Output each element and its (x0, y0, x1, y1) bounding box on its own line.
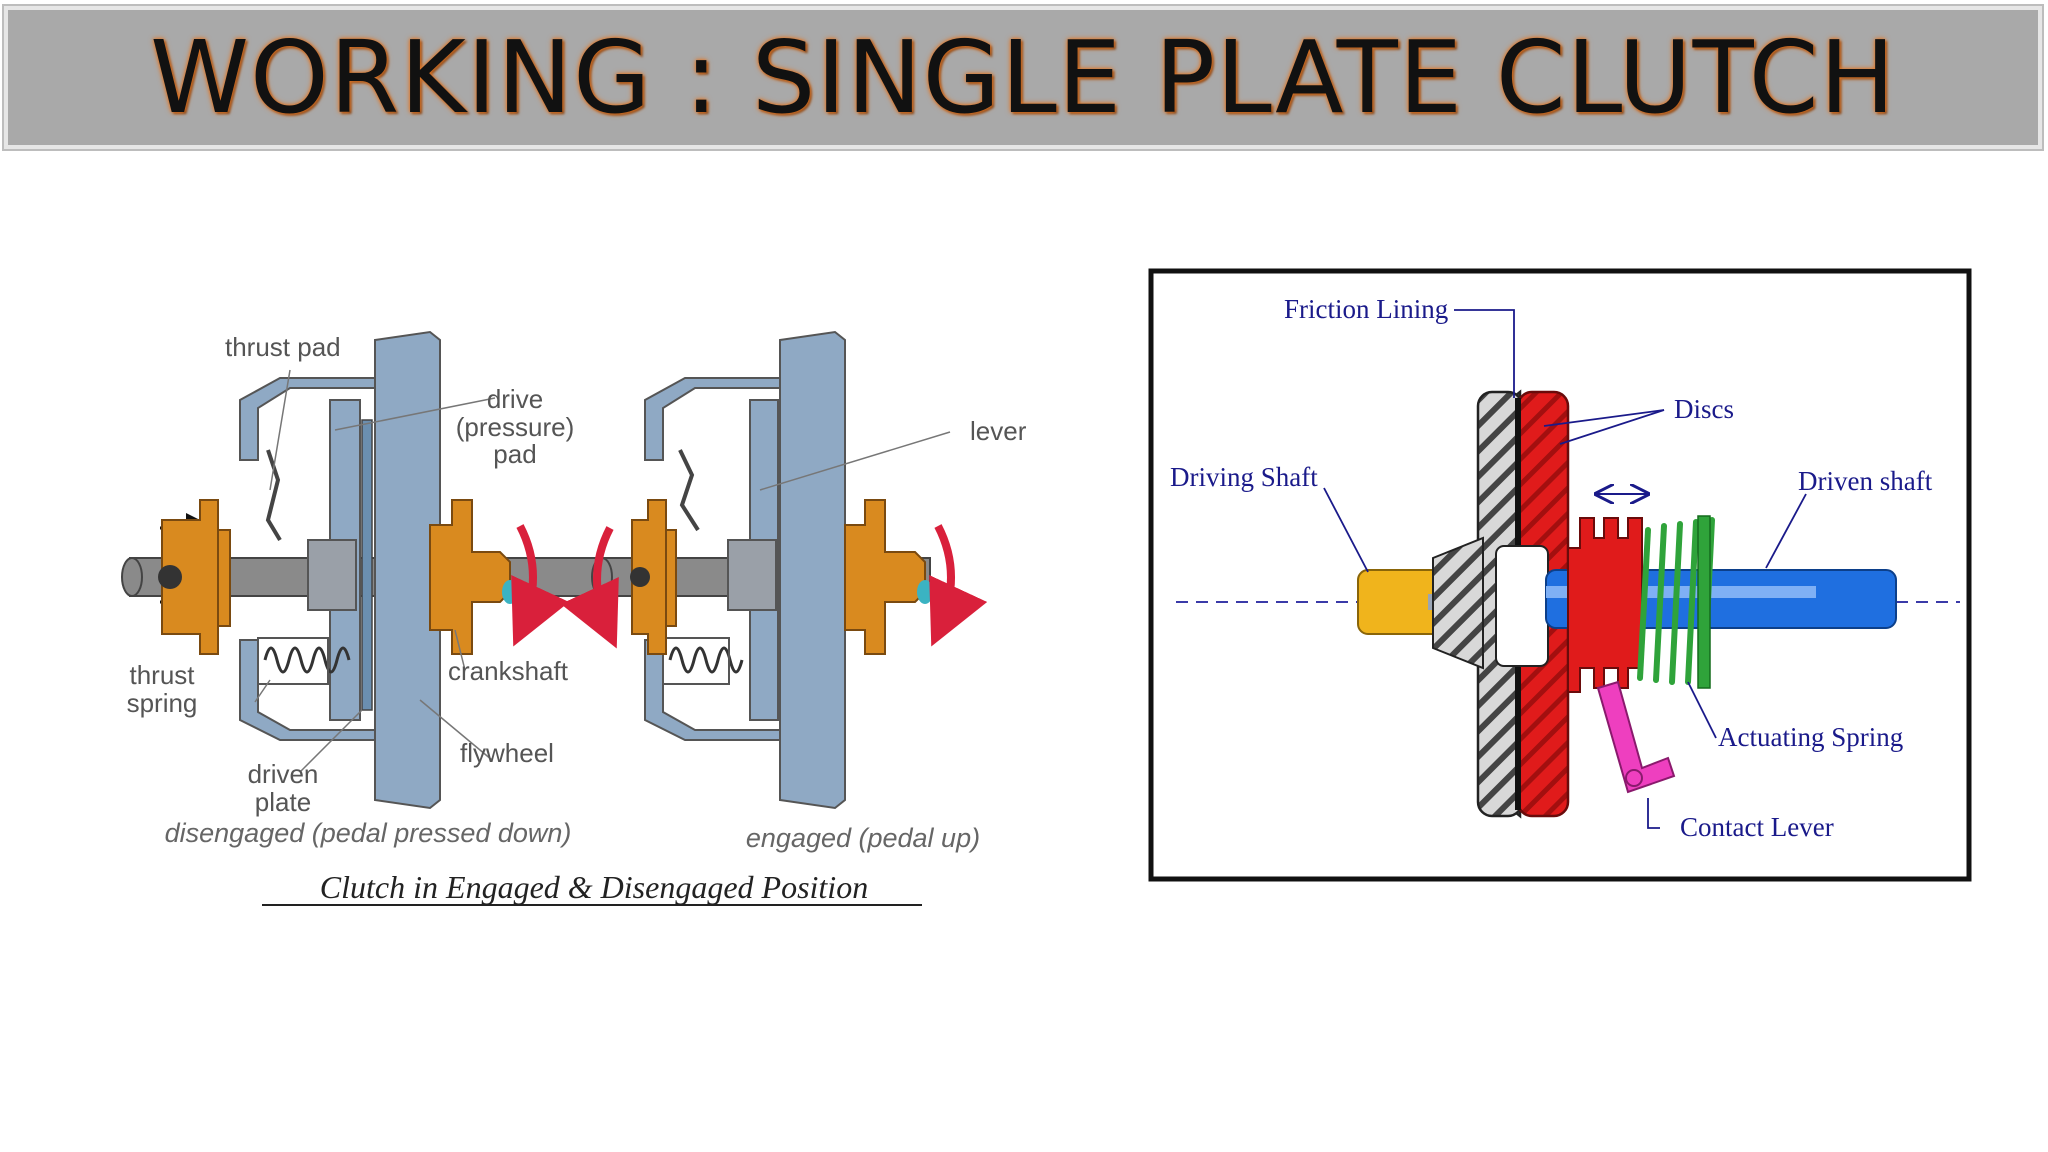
release-lever (265, 449, 282, 542)
caption-disengaged: disengaged (pedal pressed down) (165, 818, 572, 848)
rotation-arrow-right (929, 524, 988, 647)
label-driven-line1: driven (248, 759, 319, 789)
crank-pin (502, 580, 518, 604)
rotation-arrow-left (560, 526, 619, 649)
crank-pin (917, 580, 933, 604)
clutch-position-diagram: thrust pad drive (pressure) pad lever th… (121, 330, 1027, 906)
spring-seat (662, 637, 730, 685)
label-drive-line3: pad (493, 439, 536, 469)
caption-engaged: engaged (pedal up) (746, 823, 980, 853)
label-discs: Discs (1674, 394, 1734, 424)
collar-hole (158, 565, 182, 589)
shaft-end (121, 557, 143, 597)
label-drive-line2: (pressure) (456, 412, 574, 442)
slide-title: WORKING : SINGLE PLATE CLUTCH (150, 18, 1896, 136)
crankshaft-flange (429, 499, 511, 655)
label-contact-lever: Contact Lever (1680, 812, 1834, 842)
thrust-collar (161, 499, 219, 655)
spring-seat-green (1697, 515, 1711, 689)
contact-lever (1596, 680, 1676, 794)
flywheel (779, 330, 846, 810)
spring-seat (257, 637, 329, 685)
figure-caption: Clutch in Engaged & Disengaged Position (320, 869, 868, 905)
flywheel (374, 330, 441, 810)
disengaged-clutch (121, 330, 631, 810)
thrust-pad-block (665, 529, 677, 627)
label-drive-line1: drive (487, 384, 543, 414)
clutch-cover (644, 377, 781, 461)
label-crankshaft: crankshaft (448, 656, 569, 686)
pressure-collar (1567, 517, 1643, 693)
label-driving-shaft: Driving Shaft (1170, 462, 1318, 492)
release-lever (678, 449, 700, 532)
flywheel-hub (1432, 536, 1484, 670)
lever-pivot (1625, 769, 1643, 787)
label-thrust-line2: spring (127, 688, 198, 718)
label-lever: lever (970, 416, 1027, 446)
thrust-pad-block (217, 529, 231, 627)
leader-lines (254, 369, 951, 773)
label-friction-lining: Friction Lining (1284, 294, 1448, 324)
hub-cavity (1495, 545, 1549, 667)
thrust-spring (668, 646, 744, 674)
crankshaft-flange (844, 499, 926, 655)
rotation-arrow-right (511, 524, 570, 647)
label-driven-line2: plate (255, 787, 311, 817)
single-plate-clutch-schematic: Friction Lining Discs Driving Shaft Driv… (1148, 268, 1972, 882)
engaged-clutch (560, 330, 988, 810)
title-bar: WORKING : SINGLE PLATE CLUTCH (2, 4, 2044, 151)
label-flywheel: flywheel (460, 738, 554, 768)
thrust-spring (263, 646, 351, 674)
label-driven-shaft: Driven shaft (1798, 466, 1933, 496)
driven-plate (361, 419, 373, 711)
leader-lines (1323, 309, 1807, 829)
driven-plate-hub (307, 539, 357, 611)
label-thrust-line1: thrust (129, 660, 195, 690)
collar-hole (630, 567, 650, 587)
driven-plate-hub (727, 539, 777, 611)
label-thrust-pad: thrust pad (225, 332, 341, 362)
label-actuating-spring: Actuating Spring (1718, 722, 1903, 752)
clutch-cover (239, 377, 376, 461)
